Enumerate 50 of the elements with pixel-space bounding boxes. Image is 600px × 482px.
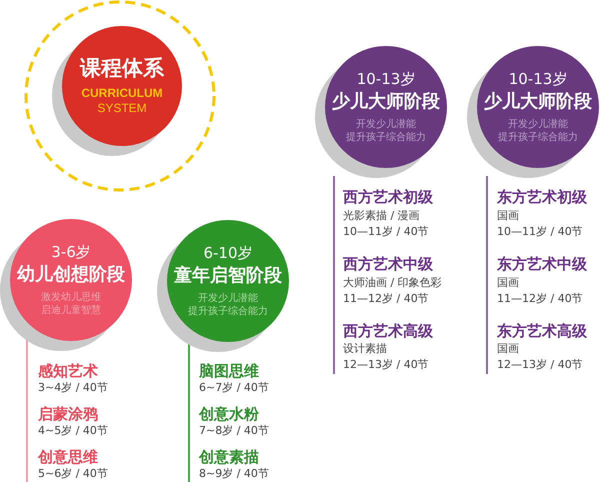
stage-circle (315, 46, 447, 178)
course-name: 西方艺术初级 (343, 188, 433, 207)
stage-circle (0, 219, 132, 351)
dashed-ring (24, 0, 216, 192)
age-range: 3-6岁 (51, 243, 91, 261)
course-detail: 12—13岁 / 40节 (497, 358, 583, 372)
course-name: 东方艺术中级 (497, 255, 587, 274)
slogan-text: 激发幼儿思维启迪儿童智慧 (41, 291, 101, 317)
course-name: 东方艺术初级 (497, 188, 587, 207)
course-detail: 6~7岁 / 40节 (199, 381, 269, 395)
course-detail: 国画 (497, 209, 519, 223)
course-name: 脑图思维 (199, 362, 259, 381)
course-detail: 光影素描 / 漫画 (343, 209, 420, 223)
course-detail: 11—12岁 / 40节 (497, 292, 583, 306)
slogan-text: 开发少儿潜能提升孩子综合能力 (498, 118, 578, 144)
stage-circle (467, 46, 599, 178)
course-detail: 5~6岁 / 40节 (38, 467, 108, 481)
stage-title: 童年启智阶段 (174, 265, 282, 287)
course-detail: 7~8岁 / 40节 (199, 424, 269, 438)
course-name: 西方艺术中级 (343, 255, 433, 274)
course-name: 创意水粉 (199, 405, 259, 424)
age-range: 6-10岁 (203, 244, 253, 262)
stage-circle (157, 220, 289, 352)
slogan-text: 开发少儿潜能提升孩子综合能力 (188, 292, 268, 318)
course-detail: 大师油画 / 印象色彩 (343, 276, 442, 290)
course-detail: 3~4岁 / 40节 (38, 381, 108, 395)
course-detail: 8~9岁 / 40节 (199, 467, 269, 481)
stage-title: 少儿大师阶段 (332, 91, 440, 113)
heading: 课程体系 (80, 56, 164, 81)
course-detail: 10—11岁 / 40节 (343, 225, 429, 239)
course-detail: 10—11岁 / 40节 (497, 225, 583, 239)
course-detail: 设计素描 (343, 342, 387, 356)
age-range: 10-13岁 (356, 70, 416, 88)
course-name: 创意素描 (199, 448, 259, 467)
course-name: 西方艺术高级 (343, 322, 433, 341)
slogan-text: 开发少儿潜能提升孩子综合能力 (346, 118, 426, 144)
course-detail: 国画 (497, 342, 519, 356)
course-detail: 4~5岁 / 40节 (38, 424, 108, 438)
subtitle: CURRICULUM SYSTEM (81, 86, 163, 116)
title-circle (52, 26, 182, 156)
stage-title: 少儿大师阶段 (484, 91, 592, 113)
course-detail: 国画 (497, 276, 519, 290)
stage-title: 幼儿创想阶段 (17, 264, 125, 286)
course-name: 东方艺术高级 (497, 322, 587, 341)
course-name: 感知艺术 (38, 362, 98, 381)
course-detail: 11—12岁 / 40节 (343, 292, 429, 306)
course-detail: 12—13岁 / 40节 (343, 358, 429, 372)
course-name: 启蒙涂鸦 (38, 405, 98, 424)
course-name: 创意思维 (38, 448, 98, 467)
age-range: 10-13岁 (508, 70, 568, 88)
